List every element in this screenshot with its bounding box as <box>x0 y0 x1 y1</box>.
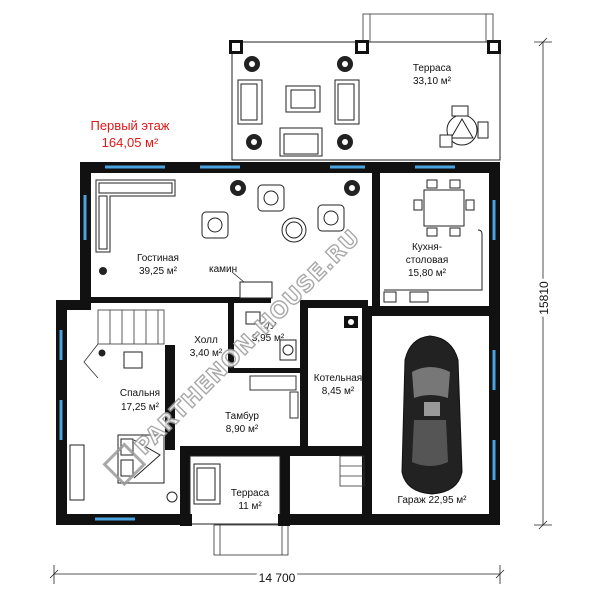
outdoor-sofa <box>237 79 360 157</box>
column <box>180 514 290 526</box>
car-icon <box>401 335 463 495</box>
terrace-top-name: Терраса <box>413 63 452 74</box>
kitchen-area: 15,80 м² <box>408 268 447 279</box>
bedroom-area: 17,25 м² <box>121 402 160 413</box>
floor-area: 164,05 м² <box>102 135 159 150</box>
terrace-bottom: Терраса 11 м² <box>180 455 290 556</box>
kitchen-name-2: столовая <box>406 255 449 266</box>
floor-title: Первый этаж <box>90 118 169 133</box>
terrace-bottom-name: Терраса <box>231 488 270 499</box>
terrace-bottom-steps <box>213 524 289 556</box>
terrace-bottom-area: 11 м² <box>238 501 262 512</box>
kitchen-name-1: Кухня- <box>412 242 442 253</box>
bedroom-name: Спальня <box>120 388 160 399</box>
stairs <box>83 309 165 379</box>
garage-steps <box>339 455 365 487</box>
boiler-name: Котельная <box>314 373 362 384</box>
terrace-top: Терраса 33,10 м² <box>229 13 501 161</box>
terrace-top-steps <box>362 13 494 43</box>
wardrobe <box>69 444 85 501</box>
kitchen-counter <box>383 229 483 303</box>
fireplace-label: камин <box>209 264 237 275</box>
garage: Гараж 22,95 м² <box>339 335 467 506</box>
dimension-depth <box>534 37 552 530</box>
vestibule-name: Тамбур <box>225 410 259 422</box>
dimension-width <box>49 565 505 584</box>
plant-icon <box>99 180 360 275</box>
dimension-depth-label: 15810 <box>537 281 551 315</box>
wc-area: 3,95 м² <box>252 333 285 344</box>
armchair <box>98 349 178 503</box>
hall-name: Холл <box>194 335 218 346</box>
living-area: 39,25 м² <box>139 266 178 277</box>
fireplace <box>239 281 273 299</box>
boiler <box>344 316 358 328</box>
sofa <box>95 179 176 253</box>
vestibule-area: 8,90 м² <box>226 424 259 435</box>
outdoor-sofa <box>193 463 221 505</box>
hall-area: 3,40 м² <box>190 348 223 359</box>
terrace-table <box>439 105 489 148</box>
living-room: камин Гостиная 39,25 м² <box>95 179 360 299</box>
vestibule-cabinet <box>249 375 299 419</box>
dining-table <box>413 179 475 237</box>
armchair <box>201 184 345 243</box>
wc-fixtures <box>245 311 297 361</box>
terrace-top-area: 33,10 м² <box>413 76 452 87</box>
dimension-width-label: 14 700 <box>259 571 296 585</box>
kitchen: Кухня- столовая 15,80 м² <box>383 179 483 303</box>
windows <box>59 165 496 521</box>
living-name: Гостиная <box>137 253 179 264</box>
wc-name: С/У <box>260 321 277 332</box>
plant-icon <box>244 56 353 150</box>
boiler-area: 8,45 м² <box>322 386 355 397</box>
garage-name: Гараж 22,95 м² <box>397 495 467 506</box>
